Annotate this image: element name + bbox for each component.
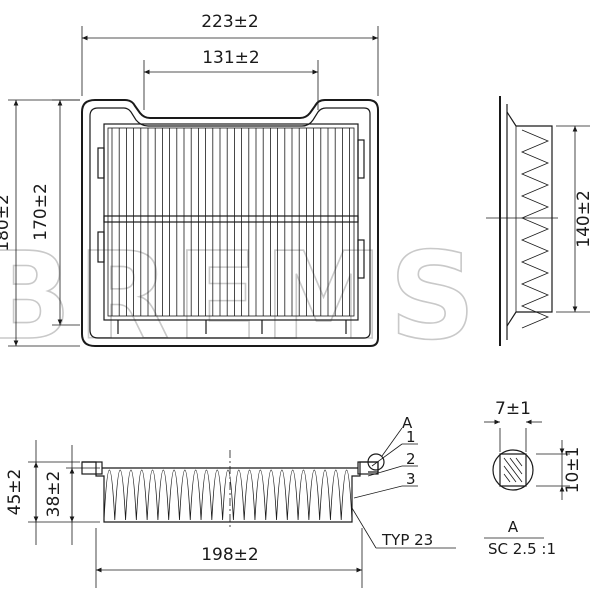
callouts: A 1 2 3 TYP 23 (351, 414, 456, 549)
top-view-outer-frame (81, 99, 379, 347)
dimension-pleat-width: 198±2 (95, 528, 363, 588)
dim-223: 223±2 (201, 12, 259, 32)
dim-45: 45±2 (5, 469, 25, 516)
detail-circle-A (492, 449, 534, 491)
dim-170: 170±2 (31, 183, 51, 241)
dimension-side-height: 140±2 (556, 125, 594, 313)
dimension-thickness-total: 45±2 (5, 440, 100, 545)
detail-scale: SC 2.5 :1 (488, 540, 556, 558)
dimension-thickness-pleat: 38±2 (44, 445, 100, 545)
front-view (81, 450, 379, 530)
side-pleat-zigzag (520, 129, 550, 329)
dimension-width-top: 223±2 (81, 12, 379, 96)
detail-A: 7±1 10±1 A SC 2.5 :1 (484, 399, 583, 558)
callout-1: 1 (406, 428, 416, 446)
filter-crossbar (103, 215, 359, 223)
dim-131: 131±2 (202, 48, 260, 68)
callout-A: A (402, 414, 413, 432)
dimension-inner-top: 131±2 (143, 48, 319, 110)
frame-feet (117, 320, 347, 334)
clip-right-bottom (357, 239, 365, 279)
clip-right-top (357, 139, 365, 179)
callout-3: 3 (406, 470, 416, 488)
side-view (486, 96, 558, 346)
detail-circle (367, 453, 385, 471)
clip-left-top (97, 147, 105, 179)
dim-10: 10±1 (563, 447, 583, 494)
callout-2: 2 (406, 450, 416, 468)
dim-140: 140±2 (574, 190, 594, 248)
detail-label: A (508, 518, 519, 536)
top-view-inner-frame (89, 107, 371, 339)
dimension-height-inner: 170±2 (31, 99, 80, 326)
clip-left-bottom (97, 231, 105, 263)
brand-watermark: BREMS (0, 228, 482, 367)
dim-180: 180±2 (0, 194, 13, 252)
dim-7: 7±1 (495, 399, 531, 419)
dimension-height-outer: 180±2 (0, 99, 80, 347)
seal-profile (499, 453, 527, 487)
top-view-pleats (111, 128, 351, 316)
front-view-pleats (103, 469, 353, 521)
dim-198: 198±2 (201, 545, 259, 565)
top-view (81, 99, 379, 347)
callout-typ23: TYP 23 (381, 531, 433, 549)
dim-38: 38±2 (44, 471, 64, 518)
